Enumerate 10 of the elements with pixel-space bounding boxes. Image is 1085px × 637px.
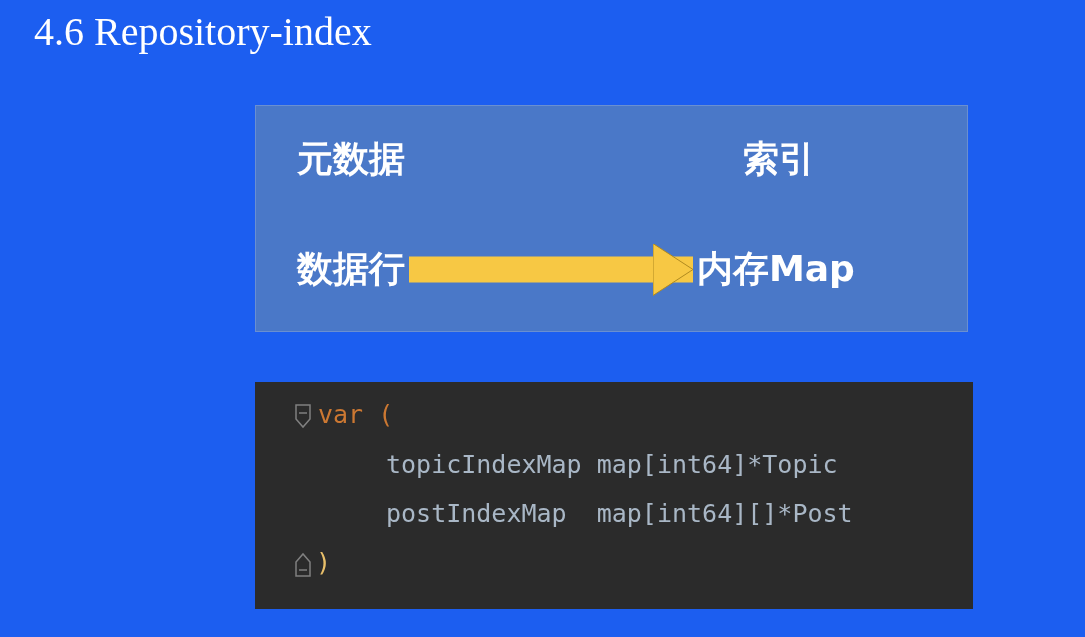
code-line: ) — [316, 548, 332, 577]
code-line: topicIndexMap map[int64]*Topic — [386, 450, 838, 479]
column-heading: 索引 — [743, 137, 815, 181]
slide-title: 4.6 Repository-index — [34, 8, 372, 55]
block-arrow — [409, 243, 694, 296]
code-line: postIndexMap map[int64][]*Post — [386, 499, 853, 528]
node-label: 内存Map — [697, 245, 855, 294]
code-line: var ( — [318, 400, 394, 429]
column-heading: 元数据 — [297, 137, 405, 181]
node-label: 数据行 — [297, 245, 405, 294]
